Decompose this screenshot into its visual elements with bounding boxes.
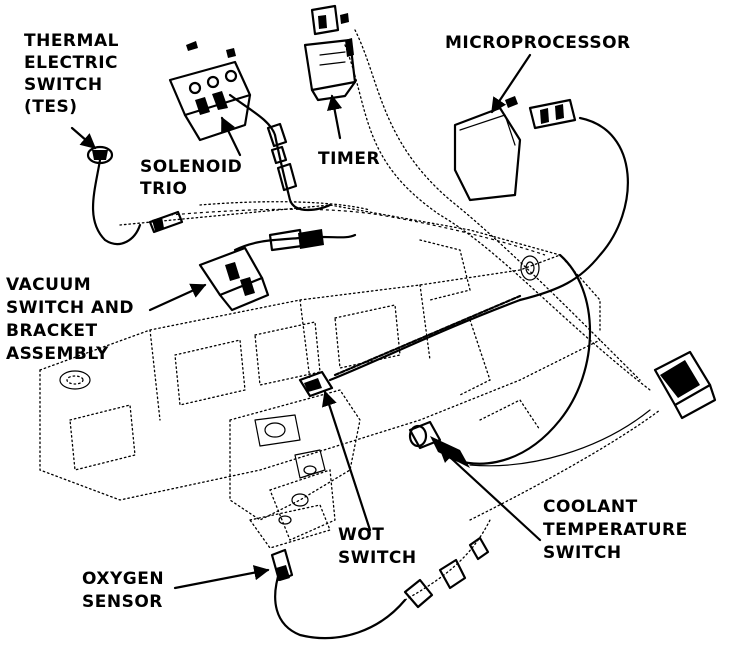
coolant-switch-label: COOLANT TEMPERATURE SWITCH <box>543 497 694 563</box>
solenoid-trio-part <box>168 41 252 142</box>
timer-part <box>303 4 357 102</box>
thermal-electric-switch-part <box>86 145 114 165</box>
wot-switch-part <box>298 370 334 398</box>
callout-arrows <box>70 53 542 590</box>
microprocessor-part <box>453 96 577 202</box>
harness-connector-part <box>653 350 717 420</box>
solenoid-hose-part <box>266 122 298 192</box>
microprocessor-label: MICROPROCESSOR <box>445 33 631 53</box>
oxygen-sensor-part <box>270 536 490 609</box>
tes-label: THERMAL ELECTRIC SWITCH (TES) <box>24 31 125 117</box>
timer-label: TIMER <box>318 149 380 169</box>
wiring-harness <box>92 29 661 640</box>
engine-block <box>39 204 601 549</box>
oxygen-sensor-label: OXYGEN SENSOR <box>82 569 170 612</box>
tes-connector-part <box>148 210 184 234</box>
coolant-switch-part <box>408 420 470 468</box>
vacuum-switch-part <box>198 228 324 312</box>
solenoid-trio-label: SOLENOID TRIO <box>140 157 249 199</box>
wot-switch-label: WOT SWITCH <box>338 525 417 568</box>
vacuum-switch-label: VACUUM SWITCH AND BRACKET ASSEMBLY <box>6 275 140 364</box>
